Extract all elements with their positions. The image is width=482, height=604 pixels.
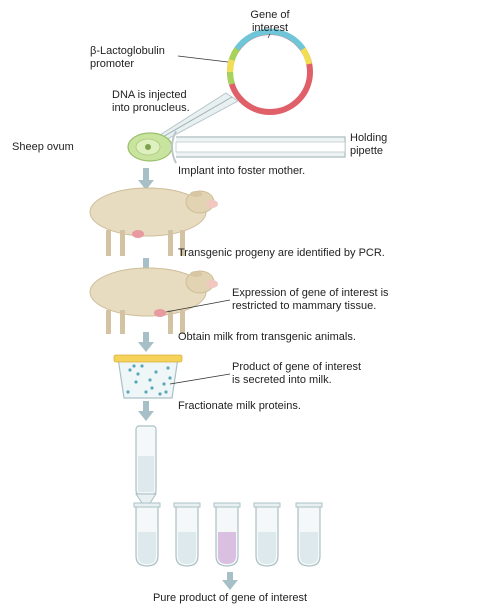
fractionate-label: Fractionate milk proteins.	[178, 400, 301, 412]
implant-label: Implant into foster mother.	[178, 165, 305, 177]
holding-pipette-label-2: pipette	[350, 145, 383, 157]
test-tube	[254, 503, 280, 566]
milk-dot	[158, 392, 161, 395]
milk-dot	[166, 366, 169, 369]
milk-dot	[126, 390, 129, 393]
flow-arrow	[138, 401, 154, 421]
milk-dot	[144, 390, 147, 393]
pure-product-label: Pure product of gene of interest	[153, 592, 307, 604]
milk-dot	[140, 364, 143, 367]
test-tube	[214, 503, 240, 566]
holding-pipette-label: Holding	[350, 132, 387, 144]
promoter-label-2: promoter	[90, 58, 134, 70]
milk-dot	[168, 376, 171, 379]
sheep-transgenic	[90, 268, 218, 334]
gene-of-interest-label-2: interest	[252, 22, 288, 34]
milk-dot	[132, 364, 135, 367]
dna-injected-label: DNA is injected	[112, 89, 187, 101]
sheep-ovum-label: Sheep ovum	[12, 141, 74, 153]
test-tube-rack	[134, 503, 322, 566]
milk-dot	[162, 382, 165, 385]
transgenic-label: Transgenic progeny are identified by PCR…	[178, 247, 385, 259]
plasmid	[230, 32, 310, 112]
milk-dot	[164, 390, 167, 393]
expression-label: Expression of gene of interest is	[232, 287, 389, 299]
test-tube	[296, 503, 322, 566]
milk-dot	[136, 372, 139, 375]
milk-dot	[128, 368, 131, 371]
flow-arrow	[138, 168, 154, 190]
obtain-milk-label: Obtain milk from transgenic animals.	[178, 331, 356, 343]
flow-arrow	[222, 572, 238, 590]
milk-dot	[154, 370, 157, 373]
promoter-label: β-Lactoglobulin	[90, 45, 165, 57]
gene-of-interest-label: Gene of	[250, 9, 290, 21]
milk-dot	[134, 380, 137, 383]
test-tube	[134, 503, 160, 566]
milk-dot	[148, 378, 151, 381]
expression-label-2: restricted to mammary tissue.	[232, 300, 376, 312]
dna-injected-label-2: into pronucleus.	[112, 102, 190, 114]
test-tube	[174, 503, 200, 566]
product-secreted-label: Product of gene of interest	[232, 361, 361, 373]
milk-cup	[114, 355, 182, 398]
sheep-ovum	[128, 133, 172, 161]
holding-pipette	[172, 131, 345, 163]
milk-dot	[150, 386, 153, 389]
sheep-foster	[90, 188, 218, 256]
product-secreted-label-2: is secreted into milk.	[232, 374, 332, 386]
flow-arrow	[138, 332, 154, 352]
